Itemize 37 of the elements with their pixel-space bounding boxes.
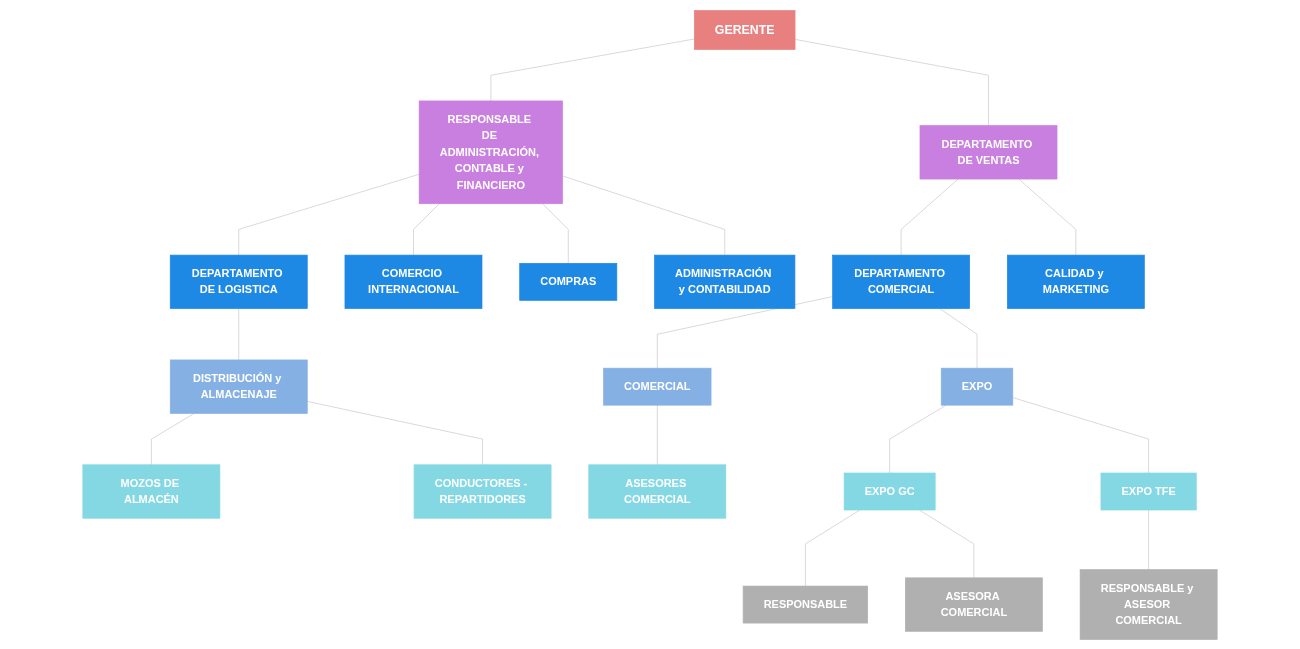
node-box: RESPONSABLE y ASESOR COMERCIAL xyxy=(1079,568,1218,640)
connector xyxy=(1148,509,1149,570)
connector xyxy=(1018,178,1077,255)
connector xyxy=(151,412,195,465)
node-box: CONDUCTORES - REPARTIDORES xyxy=(413,463,552,519)
node-box: DISTRIBUCIÓN y ALMACENAJE xyxy=(169,359,308,414)
connector xyxy=(889,404,947,473)
node-box: EXPO TFE xyxy=(1100,472,1197,510)
node-box: DEPARTAMENTO DE VENTAS xyxy=(919,124,1058,179)
node-box: CALIDAD y MARKETING xyxy=(1007,254,1145,309)
connector xyxy=(306,400,483,465)
node-box: DEPARTAMENTO DE LOGISTICA xyxy=(169,254,308,309)
connector xyxy=(939,307,978,368)
connector xyxy=(562,175,726,255)
node-box: ADMINISTRACIÓN y CONTABILIDAD xyxy=(654,254,796,309)
node-box: RESPONSABLE DE ADMINISTRACIÓN, CONTABLE y FINANCIERO xyxy=(418,100,563,204)
node-box: MOZOS DE ALMACÉN xyxy=(82,463,221,519)
connector xyxy=(919,509,975,578)
connector xyxy=(413,202,440,255)
node-box: ASESORES COMERCIAL xyxy=(588,463,727,519)
node-box: GERENTE xyxy=(693,9,796,50)
connector xyxy=(794,38,989,126)
connector xyxy=(656,295,833,368)
connector xyxy=(490,38,695,101)
node-box: COMERCIO INTERNACIONAL xyxy=(344,254,483,309)
node-box: RESPONSABLE xyxy=(742,585,869,623)
node-box: COMPRAS xyxy=(519,262,618,301)
connector xyxy=(1012,396,1149,473)
node-box: ASESORA COMERCIAL xyxy=(905,577,1043,632)
node-box: DEPARTAMENTO COMERCIAL xyxy=(832,254,970,309)
node-box: COMERCIAL xyxy=(603,367,712,405)
connector xyxy=(805,509,861,586)
node-box: EXPO xyxy=(940,367,1014,405)
connector xyxy=(900,178,959,255)
connector xyxy=(238,173,420,255)
node-box: EXPO GC xyxy=(843,472,936,510)
connector xyxy=(542,202,569,264)
